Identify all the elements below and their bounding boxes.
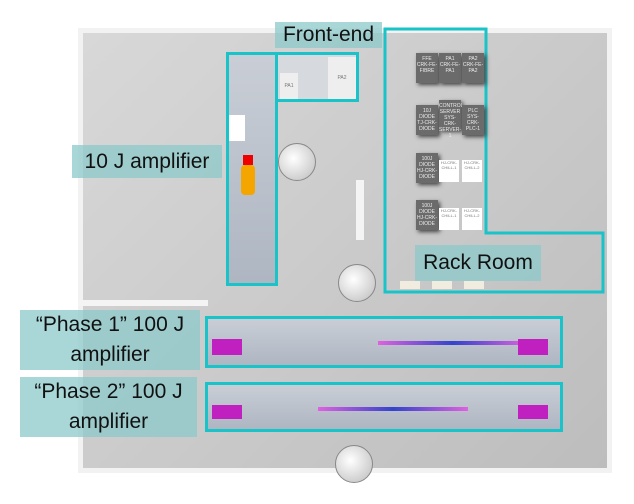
target-chamber-sphere bbox=[338, 264, 376, 302]
amplifier-component bbox=[518, 339, 548, 355]
amplifier-component bbox=[212, 405, 242, 419]
phase2-label: “Phase 2” 100 J amplifier bbox=[20, 377, 197, 437]
front-end-label: Front-end bbox=[275, 22, 382, 48]
interior-wall bbox=[356, 180, 364, 240]
target-chamber-sphere bbox=[278, 143, 316, 181]
amplifier-component bbox=[518, 405, 548, 419]
beam-path bbox=[318, 407, 468, 411]
front-end-room: PA1 PA2 bbox=[275, 52, 359, 102]
chiller: HJ-CRK-CHILL-1 bbox=[439, 160, 459, 182]
chiller: HJ-CRK-CHILL-1 bbox=[439, 208, 459, 230]
bench bbox=[400, 281, 420, 289]
target-chamber-sphere bbox=[335, 445, 373, 483]
chiller: HJ-CRK-CHILL-2 bbox=[462, 160, 482, 182]
phase1-label: “Phase 1” 100 J amplifier bbox=[20, 310, 200, 370]
bench bbox=[432, 281, 452, 289]
amplifier-component bbox=[243, 155, 253, 165]
amplifier-component bbox=[212, 339, 242, 355]
ten-j-amplifier-label: 10 J amplifier bbox=[72, 145, 222, 178]
phase2-amplifier-room bbox=[205, 382, 563, 432]
beam-path bbox=[378, 341, 528, 345]
interior-wall bbox=[78, 300, 208, 306]
front-end-table-pa2: PA2 bbox=[328, 57, 356, 99]
rack-room-label: Rack Room bbox=[415, 245, 541, 281]
front-end-table-pa1: PA1 bbox=[280, 73, 298, 99]
phase1-amplifier-room bbox=[205, 316, 563, 368]
optical-table bbox=[229, 115, 245, 141]
amplifier-component bbox=[241, 165, 255, 195]
ten-j-amplifier-room bbox=[226, 52, 278, 286]
bench bbox=[464, 281, 484, 289]
chiller: HJ-CRK-CHILL-2 bbox=[462, 208, 482, 230]
